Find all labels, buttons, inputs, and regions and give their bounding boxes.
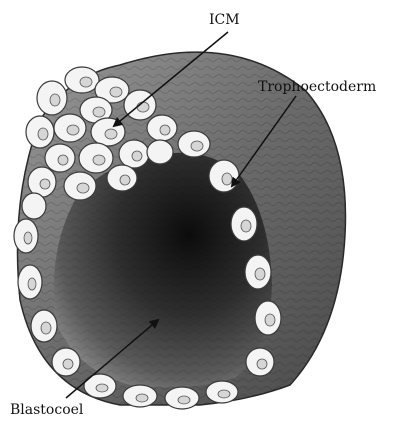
blastocoel-label: Blastocoel — [10, 403, 83, 417]
icm-label: ICM — [209, 13, 240, 27]
trophoectoderm-label: Trophoectoderm — [258, 80, 376, 94]
